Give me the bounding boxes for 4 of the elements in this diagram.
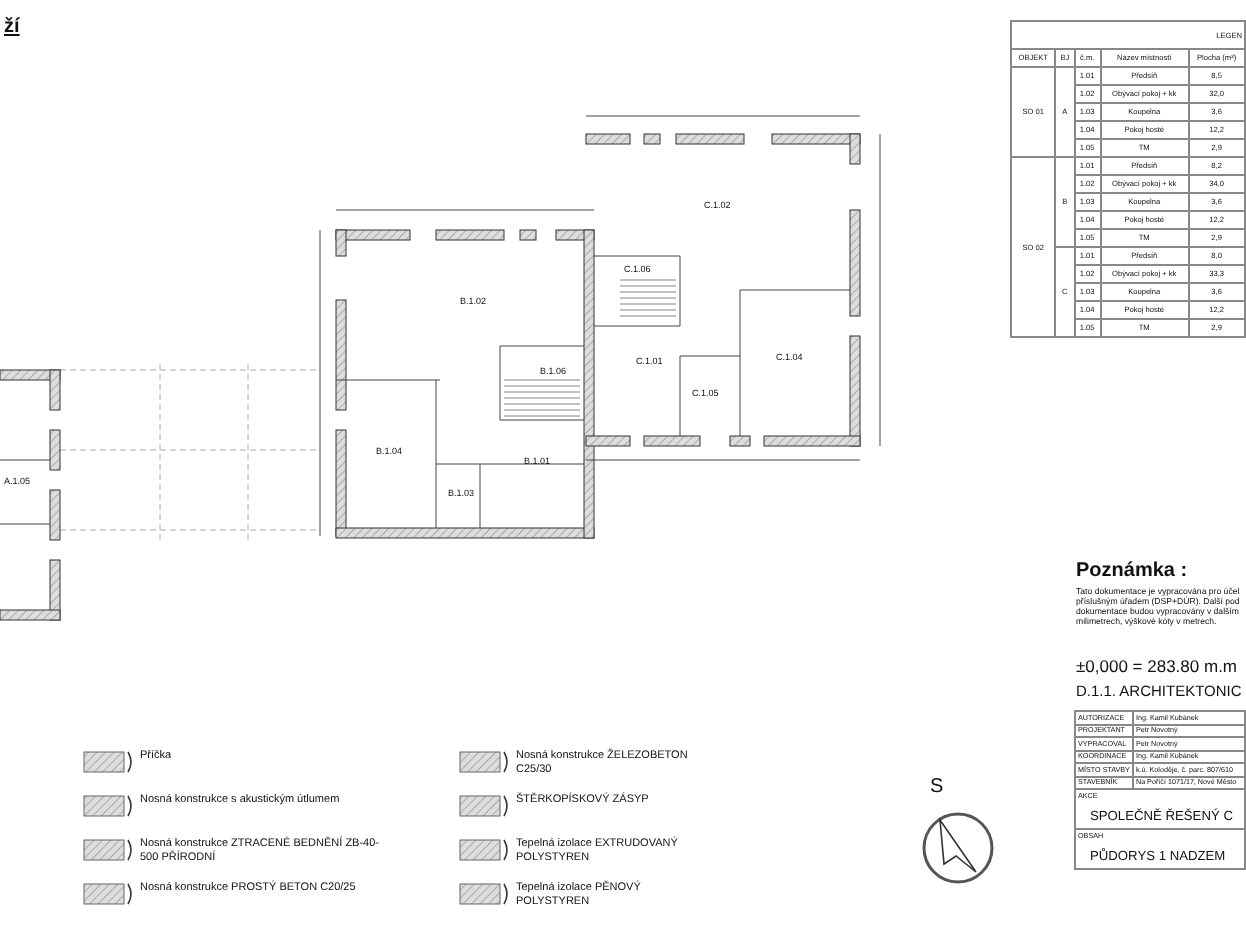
north-label: S bbox=[930, 776, 944, 798]
elevation-text: ±0,000 = 283.80 m.m bbox=[1076, 656, 1238, 676]
page-title: ží bbox=[4, 16, 20, 38]
note-heading: Poznámka : bbox=[1076, 560, 1188, 582]
